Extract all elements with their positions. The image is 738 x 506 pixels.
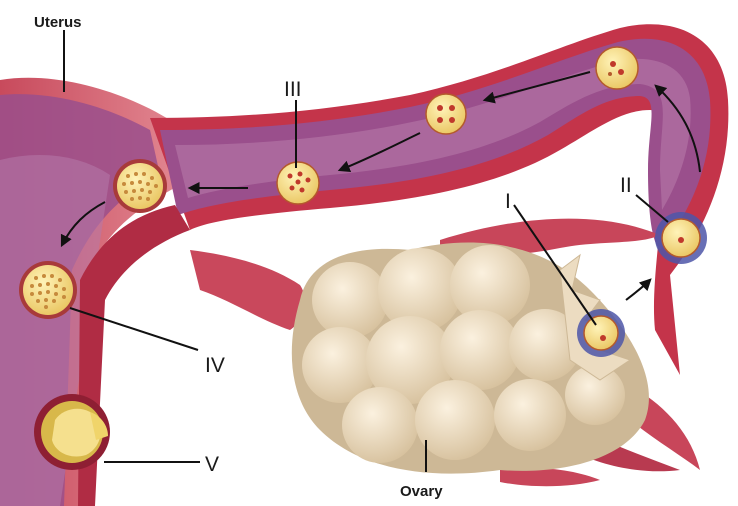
- egg-cell-stage-2-icon: [655, 212, 707, 264]
- stage-1-label: I: [505, 190, 511, 213]
- stage-5-label: V: [205, 453, 219, 476]
- stage-4-label: IV: [205, 354, 225, 377]
- embryo-stage-5-icon: [34, 394, 110, 470]
- embryo-stage-4-icon: [19, 261, 77, 319]
- morula-icon: [113, 159, 167, 213]
- ligament: [190, 250, 305, 330]
- four-cell-embryo-icon: [426, 94, 466, 134]
- ovary-label: Ovary: [400, 483, 443, 500]
- arrow-icon: [626, 280, 650, 300]
- two-cell-embryo-icon: [596, 47, 638, 89]
- ovary: [292, 243, 649, 474]
- stage-3-label: III: [284, 78, 302, 101]
- uterus-label: Uterus: [34, 14, 82, 31]
- egg-cell-stage-1-icon: [577, 309, 625, 357]
- embryo-stage-3-icon: [277, 162, 319, 204]
- stage-2-label: II: [620, 174, 632, 197]
